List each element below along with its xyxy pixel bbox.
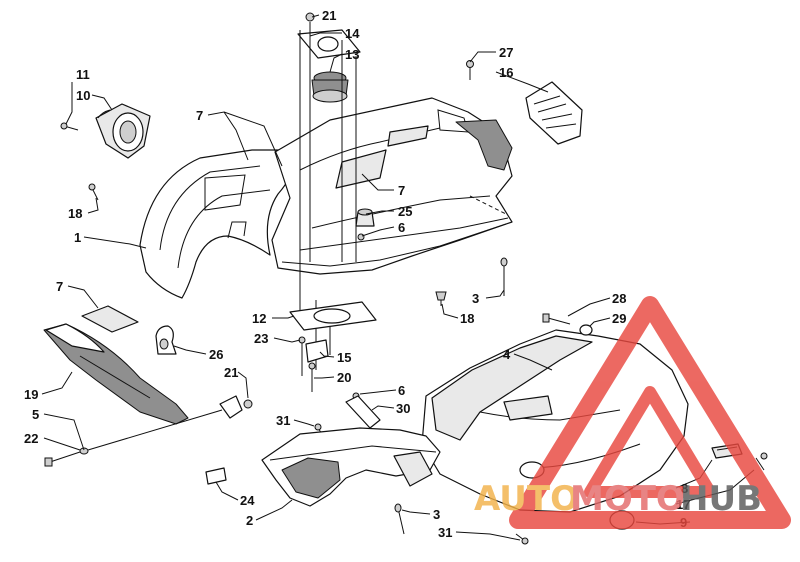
part-13-boot [311, 71, 349, 103]
part-22-bolt [44, 447, 89, 467]
callout-14: 14 [345, 26, 360, 41]
part-10-intake-duct [95, 103, 151, 159]
part-2-front-chassis [261, 427, 441, 507]
part-18-screw-lower [435, 291, 447, 306]
part-26-clamp [155, 325, 177, 355]
callout-23: 23 [254, 331, 268, 346]
callout-25: 25 [398, 204, 412, 219]
callout-29: 29 [612, 311, 626, 326]
main-belly-pan [271, 97, 513, 275]
part-18-screw-upper [88, 183, 99, 201]
callout-3: 3 [472, 291, 479, 306]
callout-24: 24 [240, 493, 255, 508]
part-17-screw [755, 452, 768, 471]
callout-2: 2 [246, 513, 253, 528]
watermark-hub: HUB [680, 479, 762, 519]
callout-10: 10 [76, 88, 90, 103]
part-28-bolt [542, 313, 571, 325]
part-27-screw [466, 60, 474, 80]
callout-13: 13 [345, 47, 359, 62]
part-31-screw-lower [515, 533, 529, 545]
callout-20: 20 [337, 370, 351, 385]
part-25-post [355, 208, 375, 227]
callout-1: 1 [74, 230, 81, 245]
watermark-auto: AUTO [474, 479, 579, 519]
assembly-lines [299, 22, 357, 370]
part-15-bracket [305, 339, 329, 363]
part-6-screw-upper [357, 233, 365, 241]
callout-6: 6 [398, 383, 405, 398]
part-16-vent-grille [525, 81, 583, 145]
leader-lines [41, 14, 755, 541]
part-14-plate [297, 29, 361, 59]
callout-22: 22 [24, 431, 38, 446]
part-30-bracket [345, 395, 381, 429]
part-11-screw [60, 122, 79, 131]
callout-27: 27 [499, 45, 513, 60]
warning-triangle-icon [509, 296, 791, 529]
callout-21: 21 [322, 8, 336, 23]
part-20-bolt [308, 362, 316, 392]
part-5-bracket [87, 395, 243, 451]
callout-30: 30 [396, 401, 410, 416]
callout-4: 4 [503, 347, 511, 362]
callout-26: 26 [209, 347, 223, 362]
callout-28: 28 [612, 291, 626, 306]
callout-6: 6 [398, 220, 405, 235]
part-7-decal-left [81, 305, 139, 333]
callout-labels: 21 14 13 27 16 11 10 7 7 18 25 6 1 7 3 1… [24, 8, 690, 540]
part-21-nut-upper [305, 12, 315, 22]
part-12-lower-plate [289, 301, 377, 331]
callout-7: 7 [196, 108, 203, 123]
callout-7: 7 [56, 279, 63, 294]
watermark-moto: MOTO [570, 479, 685, 519]
part-3-rivet-lower [394, 503, 405, 535]
callout-5: 5 [32, 407, 39, 422]
part-1-nose-pan [139, 149, 301, 299]
callout-15: 15 [337, 350, 351, 365]
callout-21: 21 [224, 365, 238, 380]
callout-31: 31 [276, 413, 290, 428]
part-4-belly-pan-right [421, 329, 689, 513]
part-19-bumper [43, 323, 189, 425]
callout-16: 16 [499, 65, 513, 80]
part-3-rivet-upper [500, 257, 508, 296]
part-24-clip [205, 467, 227, 485]
part-29-washer [579, 324, 593, 336]
callout-31: 31 [438, 525, 452, 540]
callout-18: 18 [460, 311, 474, 326]
callout-7: 7 [398, 183, 405, 198]
callout-12: 12 [252, 311, 266, 326]
callout-17: 17 [676, 497, 690, 512]
callout-3: 3 [433, 507, 440, 522]
callout-18: 18 [68, 206, 82, 221]
callout-11: 11 [76, 67, 90, 82]
watermark-logo: AUTO MOTO HUB [474, 296, 791, 529]
part-21-nut-lower [243, 399, 253, 409]
callout-19: 19 [24, 387, 38, 402]
part-23-clip [298, 336, 306, 376]
